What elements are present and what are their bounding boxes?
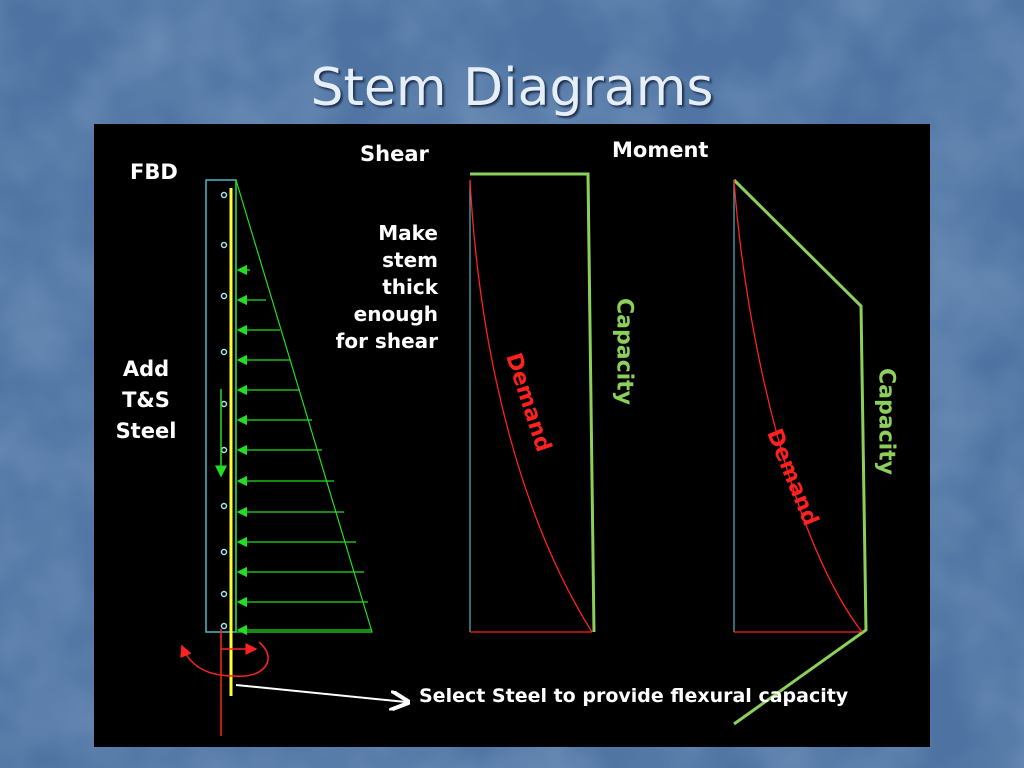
rebar-dots <box>220 191 228 630</box>
shear-note-line: enough <box>353 302 438 326</box>
add-steel-line: T&S <box>122 388 170 412</box>
moment-capacity-label: Capacity <box>873 367 899 476</box>
shear-capacity-line <box>470 172 596 633</box>
add-steel-note: Add T&S Steel <box>110 354 182 447</box>
shear-capacity-label: Capacity <box>611 297 637 406</box>
select-steel-pointer <box>235 684 406 702</box>
stem-diagrams-drawing <box>180 172 868 736</box>
moment-capacity-line <box>732 178 868 726</box>
shear-label: Shear <box>360 142 429 166</box>
fbd-label: FBD <box>130 160 178 184</box>
base-reactions <box>180 629 269 736</box>
diagram-panel: FBD Shear Moment Add T&S Steel Make stem… <box>94 124 930 747</box>
shear-note-line: for shear <box>335 329 438 353</box>
add-steel-line: Steel <box>115 419 177 443</box>
slide-title: Stem Diagrams <box>310 58 714 118</box>
shear-note: Make stem thick enough for shear <box>308 220 438 355</box>
shear-note-line: Make <box>378 221 438 245</box>
shear-note-line: thick <box>382 275 438 299</box>
shear-note-line: stem <box>382 248 438 272</box>
select-steel-label: Select Steel to provide flexural capacit… <box>419 685 849 707</box>
pressure-triangle <box>235 179 373 633</box>
moment-label: Moment <box>612 138 709 162</box>
shear-demand-curve <box>469 179 593 633</box>
load-arrows <box>236 264 372 636</box>
moment-demand-curve <box>733 179 863 633</box>
add-steel-line: Add <box>122 357 170 381</box>
